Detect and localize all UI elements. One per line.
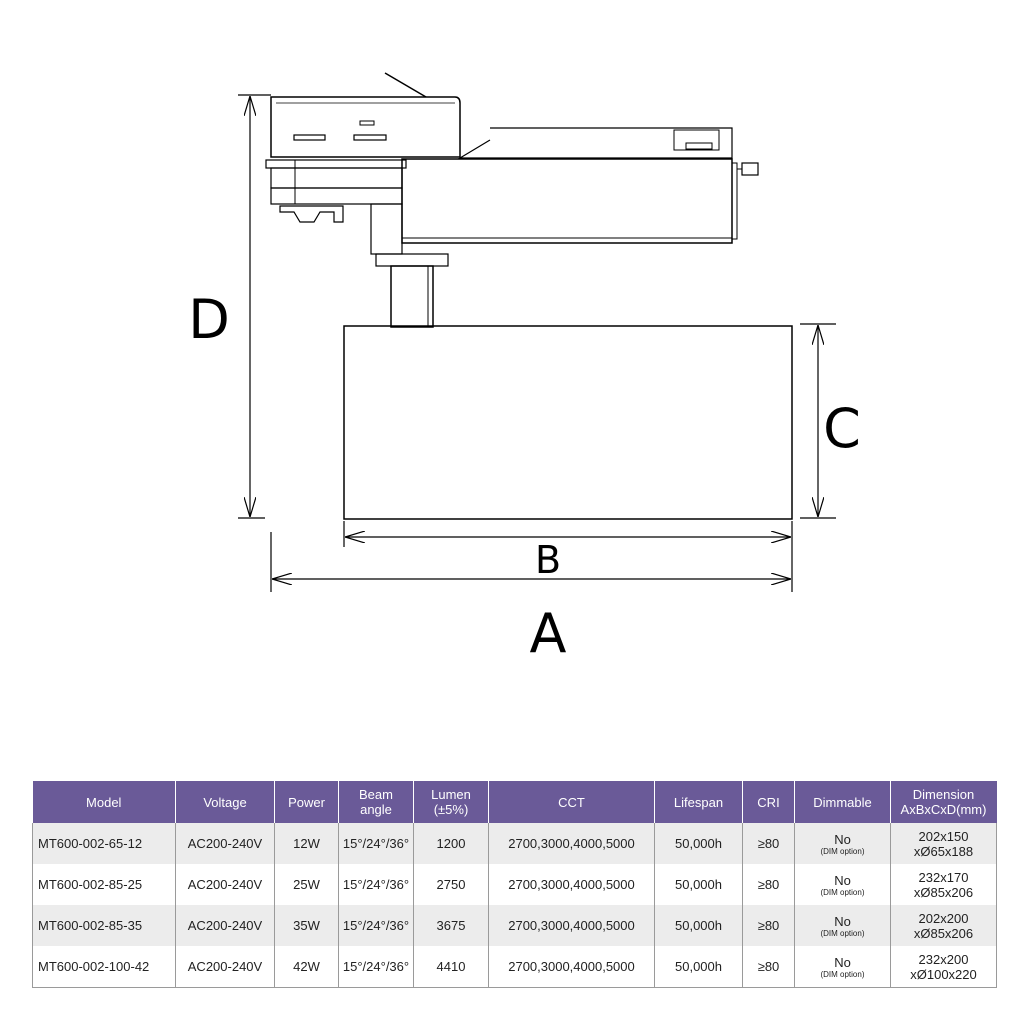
cell-voltage: AC200-240V bbox=[175, 905, 275, 946]
cell-power: 35W bbox=[274, 905, 339, 946]
cell-lifespan: 50,000h bbox=[654, 823, 743, 864]
track-light-diagram: D C B A bbox=[188, 72, 861, 665]
column-header-lifespan: Lifespan bbox=[654, 781, 743, 823]
cell-cri: ≥80 bbox=[742, 823, 795, 864]
cell-cri: ≥80 bbox=[742, 905, 795, 946]
cell-voltage: AC200-240V bbox=[175, 823, 275, 864]
column-header-cri: CRI bbox=[742, 781, 795, 823]
column-header-voltage: Voltage bbox=[175, 781, 275, 823]
dimension-label-d: D bbox=[188, 288, 230, 351]
cell-power: 25W bbox=[274, 864, 339, 905]
cell-lumen: 1200 bbox=[413, 823, 489, 864]
cell-lifespan: 50,000h bbox=[654, 905, 743, 946]
cell-dimmable: No(DIM option) bbox=[794, 905, 891, 946]
cell-lumen: 4410 bbox=[413, 946, 489, 988]
dimension-label-c: C bbox=[823, 397, 861, 460]
cell-cct: 2700,3000,4000,5000 bbox=[488, 823, 655, 864]
cell-model: MT600-002-85-25 bbox=[32, 864, 176, 905]
cell-cct: 2700,3000,4000,5000 bbox=[488, 946, 655, 988]
cell-voltage: AC200-240V bbox=[175, 864, 275, 905]
cell-power: 42W bbox=[274, 946, 339, 988]
cell-cct: 2700,3000,4000,5000 bbox=[488, 864, 655, 905]
cell-lifespan: 50,000h bbox=[654, 864, 743, 905]
lamp-head bbox=[343, 325, 793, 520]
cell-lumen: 3675 bbox=[413, 905, 489, 946]
column-header-model: Model bbox=[32, 781, 176, 823]
cell-cri: ≥80 bbox=[742, 946, 795, 988]
column-header-dimmable: Dimmable bbox=[794, 781, 891, 823]
cell-cct: 2700,3000,4000,5000 bbox=[488, 905, 655, 946]
cell-cri: ≥80 bbox=[742, 864, 795, 905]
dimension-label-a: A bbox=[530, 602, 567, 665]
column-header-lumen: Lumen(±5%) bbox=[413, 781, 489, 823]
cell-dimmable: No(DIM option) bbox=[794, 864, 891, 905]
cell-model: MT600-002-65-12 bbox=[32, 823, 176, 864]
cell-dimmable: No(DIM option) bbox=[794, 946, 891, 988]
cell-beam: 15°/24°/36° bbox=[338, 905, 414, 946]
dimension-label-b: B bbox=[535, 538, 561, 582]
cell-beam: 15°/24°/36° bbox=[338, 864, 414, 905]
cell-model: MT600-002-100-42 bbox=[32, 946, 176, 988]
cell-beam: 15°/24°/36° bbox=[338, 823, 414, 864]
column-header-power: Power bbox=[274, 781, 339, 823]
cell-lumen: 2750 bbox=[413, 864, 489, 905]
cell-model: MT600-002-85-35 bbox=[32, 905, 176, 946]
cell-beam: 15°/24°/36° bbox=[338, 946, 414, 988]
dimension-lines bbox=[238, 94, 836, 592]
track-adapter bbox=[265, 72, 759, 328]
column-header-cct: CCT bbox=[488, 781, 655, 823]
cell-dimmable: No(DIM option) bbox=[794, 823, 891, 864]
cell-lifespan: 50,000h bbox=[654, 946, 743, 988]
cell-voltage: AC200-240V bbox=[175, 946, 275, 988]
cell-power: 12W bbox=[274, 823, 339, 864]
